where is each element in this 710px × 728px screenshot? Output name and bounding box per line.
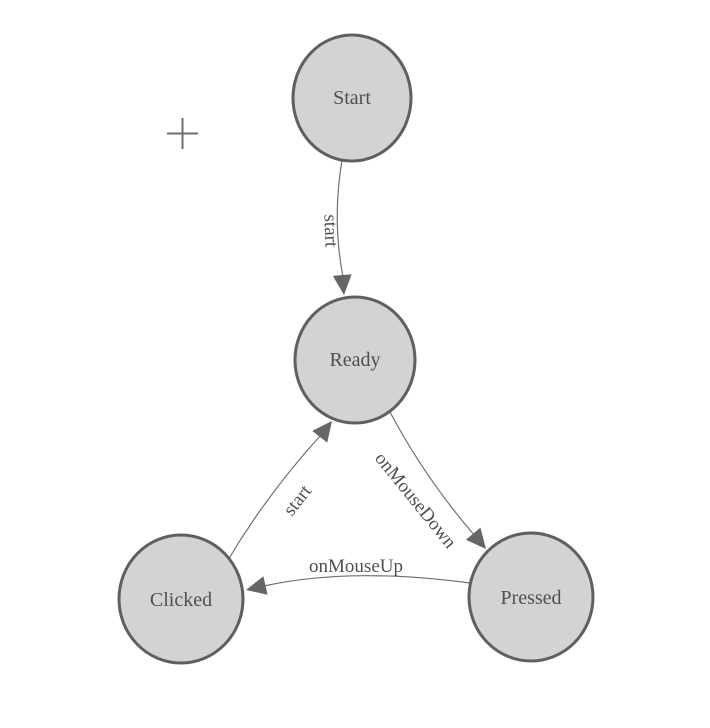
node-clicked-label: Clicked: [150, 589, 212, 611]
node-pressed-label: Pressed: [500, 587, 561, 609]
edge-start-to-ready[interactable]: start: [319, 159, 353, 296]
node-ready-shape[interactable]: [293, 295, 417, 425]
node-start[interactable]: Start: [291, 33, 413, 163]
edge-clicked-to-ready[interactable]: start: [227, 415, 339, 561]
arrowhead-into-pressed: [465, 527, 486, 549]
edge-label-onmouseup: onMouseUp: [309, 556, 403, 577]
edge-label-start-lower: start: [279, 481, 316, 520]
arrowhead-into-ready-from-start: [332, 274, 352, 295]
plus-crosshair-icon: [167, 118, 198, 149]
edge-start-to-ready-path[interactable]: [336, 159, 344, 278]
edge-ready-to-pressed[interactable]: onMouseDown: [370, 411, 493, 555]
node-pressed-shape[interactable]: [467, 531, 595, 663]
arrowhead-into-clicked: [246, 576, 268, 595]
node-ready-label: Ready: [329, 349, 380, 371]
edge-pressed-to-clicked-path[interactable]: [263, 575, 471, 587]
node-pressed[interactable]: Pressed: [467, 531, 595, 663]
edge-label-start-top: start: [319, 214, 341, 248]
edge-ready-to-pressed-path[interactable]: [389, 411, 476, 537]
edge-pressed-to-clicked[interactable]: onMouseUp: [244, 556, 471, 599]
edge-clicked-to-ready-path[interactable]: [227, 434, 322, 561]
node-start-label: Start: [333, 87, 371, 109]
node-clicked[interactable]: Clicked: [117, 533, 245, 665]
node-start-shape[interactable]: [291, 33, 413, 163]
node-clicked-shape[interactable]: [117, 533, 245, 665]
arrowhead-into-ready-from-clicked: [312, 421, 332, 443]
node-ready[interactable]: Ready: [293, 295, 417, 425]
